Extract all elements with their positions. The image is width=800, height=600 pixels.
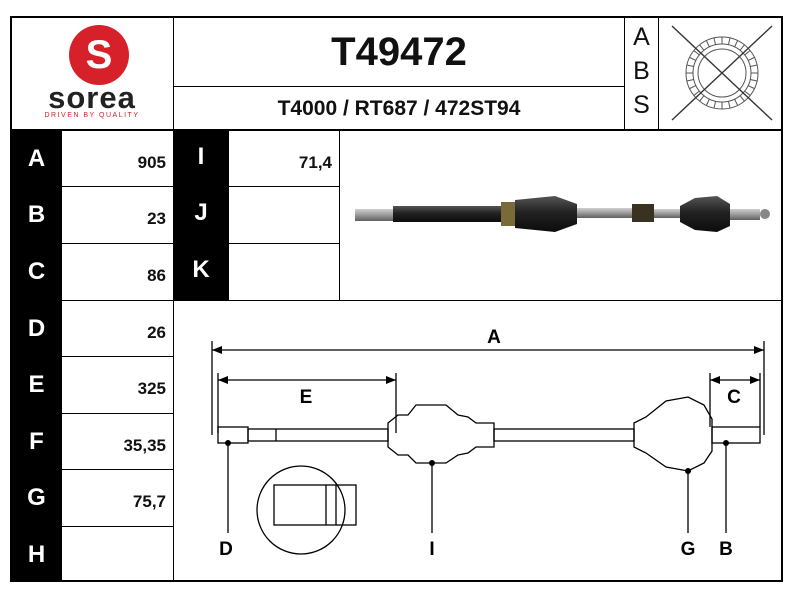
dimension-value-a: 905	[137, 153, 166, 172]
diagram-label-e: E	[300, 387, 313, 408]
sorea-logo-icon: S	[69, 25, 129, 85]
logo-letter: S	[86, 33, 113, 77]
dimension-label-k: K	[174, 244, 228, 300]
dimension-label-c: C	[12, 244, 61, 300]
dimension-value-e: 325	[137, 379, 166, 398]
divider	[10, 413, 173, 414]
abs-letter-s: S	[633, 91, 650, 119]
dimension-value-i: 71,4	[298, 153, 332, 172]
diagram-label-g: G	[681, 539, 696, 560]
divider	[61, 129, 62, 582]
divider	[624, 16, 625, 129]
brand-tagline: DRIVEN BY QUALITY	[44, 112, 140, 119]
abs-ring-crossed-icon	[664, 20, 780, 126]
dimension-label-f: F	[12, 414, 61, 469]
drive-shaft-photo	[345, 140, 777, 290]
divider	[228, 129, 229, 300]
abs-letter-b: B	[633, 57, 650, 85]
part-number: T49472	[331, 30, 467, 74]
diagram-label-c: C	[727, 387, 741, 408]
brand-logo: S sorea DRIVEN BY QUALITY	[12, 18, 172, 128]
diagram-label-a: A	[487, 327, 501, 348]
divider	[10, 243, 339, 244]
spec-sheet	[10, 16, 783, 582]
dimension-label-e: E	[12, 357, 61, 413]
divider	[173, 300, 783, 301]
dimension-label-j: J	[174, 187, 228, 243]
dimension-value-d: 26	[147, 323, 166, 342]
dimension-value-c: 86	[147, 266, 166, 285]
reference-numbers: T4000 / RT687 / 472ST94	[277, 97, 521, 120]
brand-name: sorea	[48, 80, 136, 115]
dimension-label-g: G	[12, 470, 61, 526]
dimension-label-b: B	[12, 187, 61, 243]
divider	[10, 526, 173, 527]
abs-letter-a: A	[633, 23, 650, 51]
dimension-value-b: 23	[147, 209, 166, 228]
dimension-label-i: I	[174, 131, 228, 187]
diagram-label-i: I	[429, 539, 434, 560]
technical-diagram: A E C D I G B	[176, 305, 780, 579]
dimension-label-d: D	[12, 301, 61, 356]
divider	[339, 129, 340, 300]
divider	[10, 469, 173, 470]
divider	[173, 16, 174, 582]
diagram-label-b: B	[719, 539, 733, 560]
dimension-value-f: 35,35	[123, 436, 166, 455]
dimension-label-h: H	[12, 527, 61, 582]
dimension-value-g: 75,7	[132, 492, 166, 511]
divider	[658, 16, 659, 129]
divider	[10, 129, 783, 131]
divider	[10, 300, 173, 301]
dimension-label-a: A	[12, 131, 61, 186]
divider	[10, 356, 173, 357]
diagram-label-d: D	[219, 539, 233, 560]
divider	[173, 86, 624, 87]
